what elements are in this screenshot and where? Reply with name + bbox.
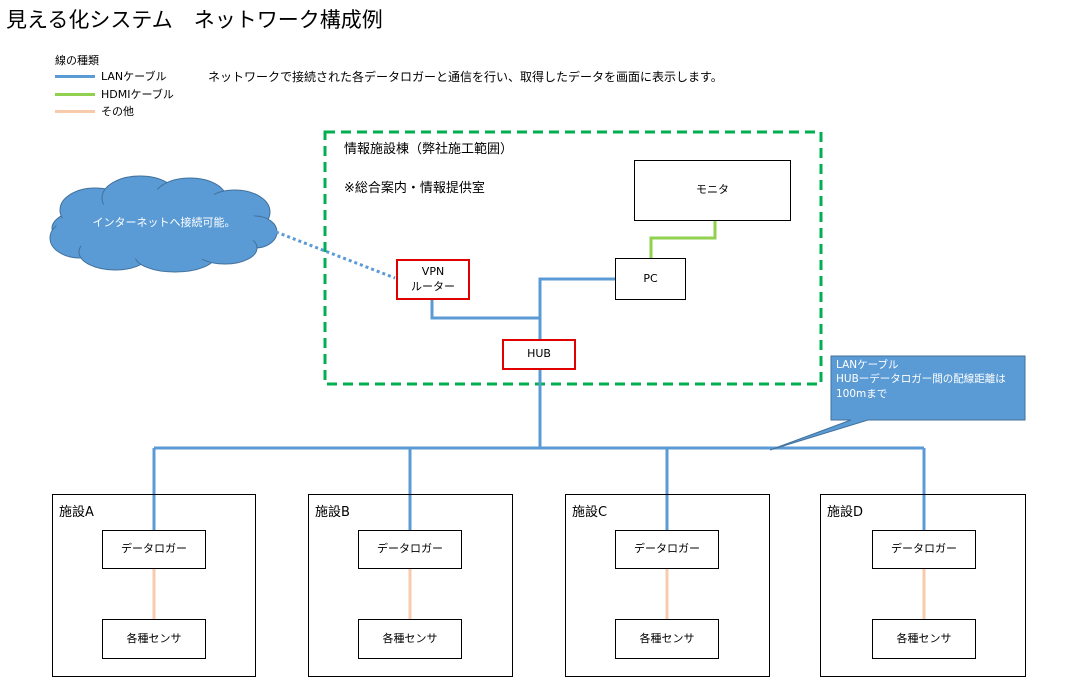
legend-label: その他: [101, 105, 134, 118]
monitor-node: モニタ: [634, 160, 791, 221]
cloud-label: インターネットへ接続可能。: [92, 216, 236, 229]
callout-line: LANケーブル: [836, 359, 899, 371]
router-label: ルーター: [411, 279, 455, 293]
lan-cable-lines: [152, 277, 926, 530]
sensor-label: 各種センサ: [639, 631, 695, 645]
callout-line: 100mまで: [836, 387, 888, 400]
data-logger-node: データロガー: [615, 530, 719, 569]
legend-item-hdmi: HDMIケーブル: [55, 86, 174, 102]
vpn-label: VPN: [421, 265, 445, 279]
data-logger-label: データロガー: [634, 542, 700, 556]
page-title: 見える化システム ネットワーク構成例: [6, 8, 383, 32]
pc-node: PC: [615, 258, 686, 300]
sensor-label: 各種センサ: [126, 631, 182, 645]
other-cable-lines: [152, 569, 926, 619]
internet-link-line: [275, 230, 396, 280]
sensor-node: 各種センサ: [872, 619, 976, 659]
zone-title: 情報施設棟（弊社施工範囲）: [344, 142, 514, 157]
data-logger-label: データロガー: [891, 542, 957, 556]
hub-node: HUB: [502, 339, 576, 370]
hdmi-cable-line: [649, 221, 717, 258]
data-logger-label: データロガー: [121, 542, 187, 556]
facility-box: 施設D: [820, 494, 1026, 677]
sensor-label: 各種センサ: [896, 631, 952, 645]
data-logger-node: データロガー: [872, 530, 976, 569]
sensor-node: 各種センサ: [615, 619, 719, 659]
facility-name: 施設B: [315, 505, 350, 520]
data-logger-label: データロガー: [377, 542, 443, 556]
data-logger-node: データロガー: [102, 530, 206, 569]
facility-name: 施設C: [572, 505, 608, 520]
legend-line-swatch: [55, 92, 95, 96]
callout-line: HUBーデータロガー間の配線距離は: [836, 373, 1006, 386]
facility-box: 施設B: [308, 494, 513, 677]
hub-label: HUB: [527, 347, 551, 361]
legend-line-swatch: [55, 74, 95, 78]
monitor-label: モニタ: [696, 183, 729, 197]
diagram-description: ネットワークで接続された各データロガーと通信を行い、取得したデータを画面に表示し…: [208, 70, 723, 84]
legend-line-swatch: [55, 109, 95, 113]
vpn-router-node: VPN ルーター: [396, 259, 470, 300]
facility-box: 施設C: [565, 494, 770, 677]
callout-bubble: [769, 355, 1026, 451]
legend-label: HDMIケーブル: [101, 88, 174, 101]
zone-subtitle: ※総合案内・情報提供室: [344, 181, 485, 196]
facility-name: 施設D: [827, 505, 864, 520]
sensor-node: 各種センサ: [358, 619, 462, 659]
building-zone-border: [323, 130, 823, 386]
pc-label: PC: [643, 271, 658, 285]
sensor-label: 各種センサ: [382, 631, 438, 645]
legend-item-other: その他: [55, 103, 134, 119]
facility-name: 施設A: [59, 505, 94, 520]
sensor-node: 各種センサ: [102, 619, 206, 659]
legend-heading: 線の種類: [55, 54, 99, 67]
callout-text: LANケーブル HUBーデータロガー間の配線距離は 100mまで: [836, 358, 1022, 401]
data-logger-node: データロガー: [358, 530, 462, 569]
legend-label: LANケーブル: [101, 70, 167, 83]
facility-box: 施設A: [52, 494, 256, 677]
legend-item-lan: LANケーブル: [55, 68, 166, 84]
